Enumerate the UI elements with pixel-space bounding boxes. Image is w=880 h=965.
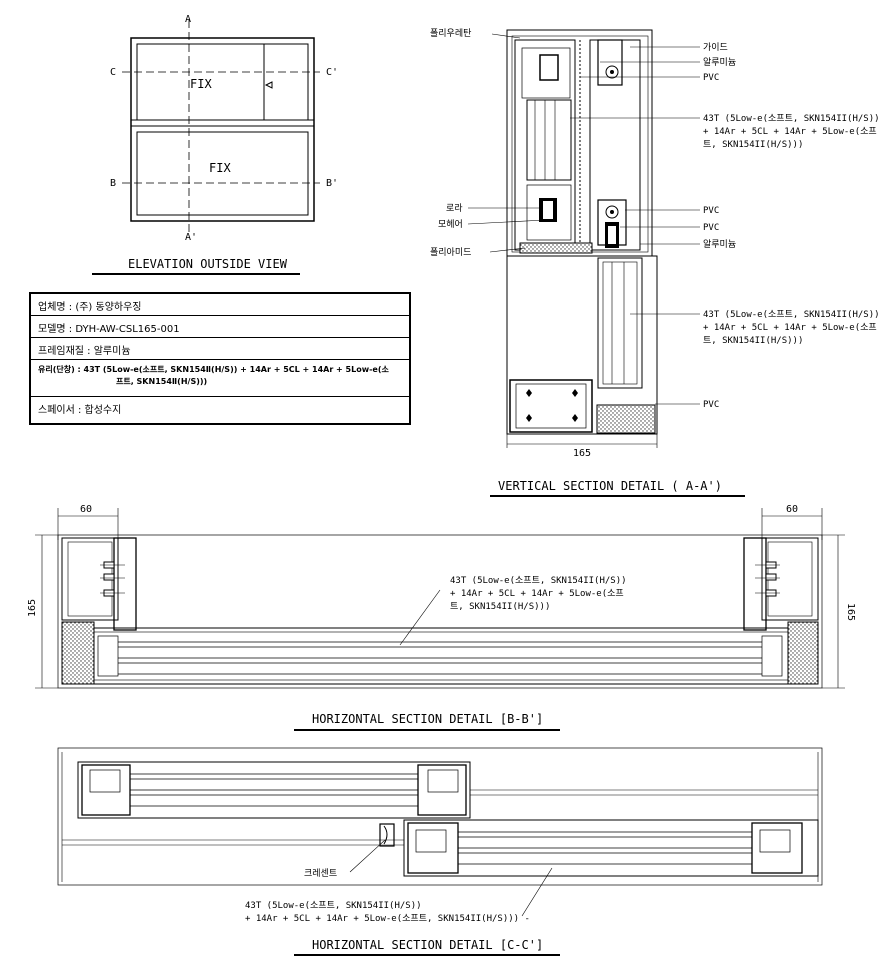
glass-note-v1-line1: 43T (5Low-e(소프트, SKN154II(H/S))	[703, 113, 880, 124]
section-mark-b: B	[110, 178, 116, 189]
glass-note-b-line1: 43T (5Low-e(소프트, SKN154II(H/S))	[450, 575, 627, 586]
label-crescent: 크레센트	[304, 868, 337, 879]
label-mohair: 모헤어	[438, 218, 463, 230]
section-mark-b-prime: B'	[326, 178, 338, 189]
glass-note-b-line3: 트, SKN154II(H/S)))	[450, 602, 550, 612]
label-pvc-3: PVC	[703, 223, 719, 233]
vertical-dim-165: 165	[573, 448, 591, 459]
horizontal-b-title: HORIZONTAL SECTION DETAIL [B-B']	[312, 712, 543, 726]
label-roller: 로라	[446, 203, 463, 214]
spec-table: 업체명 : (주) 동양하우징 모델명 : DYH-AW-CSL165-001 …	[29, 292, 411, 425]
glass-note-v1-line3: 트, SKN154II(H/S)))	[703, 140, 803, 150]
label-guide: 가이드	[703, 42, 728, 53]
horizontal-c-title: HORIZONTAL SECTION DETAIL [C-C']	[312, 938, 543, 952]
horizontal-section-b: 60 60 165 165	[27, 504, 856, 731]
label-aluminum-2: 알루미늄	[703, 239, 736, 250]
glass-note-v2-line3: 트, SKN154II(H/S)))	[703, 336, 803, 346]
dim-right-60: 60	[786, 504, 798, 515]
spec-frame: 프레임재질 : 알루미늄	[31, 338, 409, 360]
glass-note-b-line2: + 14Ar + 5CL + 14Ar + 5Low-e(소프	[450, 588, 624, 599]
label-polyurethane: 폴리우레탄	[430, 28, 471, 39]
panel-label-upper: FIX	[190, 77, 212, 91]
glass-note-v2-line1: 43T (5Low-e(소프트, SKN154II(H/S))	[703, 309, 880, 320]
elevation-view: A A' B B' C C' FIX FIX ELEVATION OUTSIDE…	[92, 14, 338, 275]
glass-note-v2-line2: + 14Ar + 5CL + 14Ar + 5Low-e(소프	[703, 322, 877, 333]
spec-glass: 유리(단창) : 43T (5Low-e(소프트, SKN154Ⅱ(H/S)) …	[31, 360, 409, 397]
spec-company: 업체명 : (주) 동양하우징	[31, 294, 409, 316]
dim-height-left-165: 165	[27, 599, 38, 617]
section-mark-a-prime: A'	[185, 232, 197, 243]
label-pvc-2: PVC	[703, 206, 719, 216]
label-pvc-4: PVC	[703, 400, 719, 410]
elevation-lower-inner	[136, 131, 309, 216]
section-mark-c-prime: C'	[326, 67, 338, 78]
label-polyamide: 폴리아미드	[430, 247, 471, 258]
glass-note-c-line1: 43T (5Low-e(소프트, SKN154II(H/S))	[245, 900, 422, 911]
elevation-title: ELEVATION OUTSIDE VIEW	[128, 257, 288, 271]
spec-glass-line1: 유리(단창) : 43T (5Low-e(소프트, SKN154Ⅱ(H/S)) …	[38, 365, 389, 374]
glass-note-c-line2: + 14Ar + 5CL + 14Ar + 5Low-e(소프트, SKN154…	[245, 913, 530, 924]
section-mark-c: C	[110, 67, 116, 78]
label-pvc-1: PVC	[703, 73, 719, 83]
dim-height-right-165: 165	[845, 603, 856, 621]
panel-label-lower: FIX	[209, 161, 231, 175]
section-mark-a: A	[185, 14, 191, 25]
elevation-upper-vent	[263, 43, 309, 121]
glass-note-v1-line2: + 14Ar + 5CL + 14Ar + 5Low-e(소프	[703, 126, 877, 137]
label-aluminum-1: 알루미늄	[703, 57, 736, 68]
vertical-title: VERTICAL SECTION DETAIL ( A-A')	[498, 479, 722, 493]
spec-spacer: 스페이서 : 합성수지	[38, 405, 122, 416]
horizontal-section-c: 크레센트 43T (5Low-e(소프트, SKN154II(H/S)) + 1…	[57, 747, 823, 956]
spec-model: 모델명 : DYH-AW-CSL165-001	[31, 316, 409, 338]
spec-glass-line2: 프트, SKN154Ⅱ(H/S)))	[116, 377, 208, 386]
elevation-outer-frame	[130, 37, 315, 222]
vertical-section: 165 폴리우레탄 로라 모헤어 폴리아미드 가이드 알루미늄 PVC PVC …	[430, 28, 880, 497]
dim-left-60: 60	[80, 504, 92, 515]
